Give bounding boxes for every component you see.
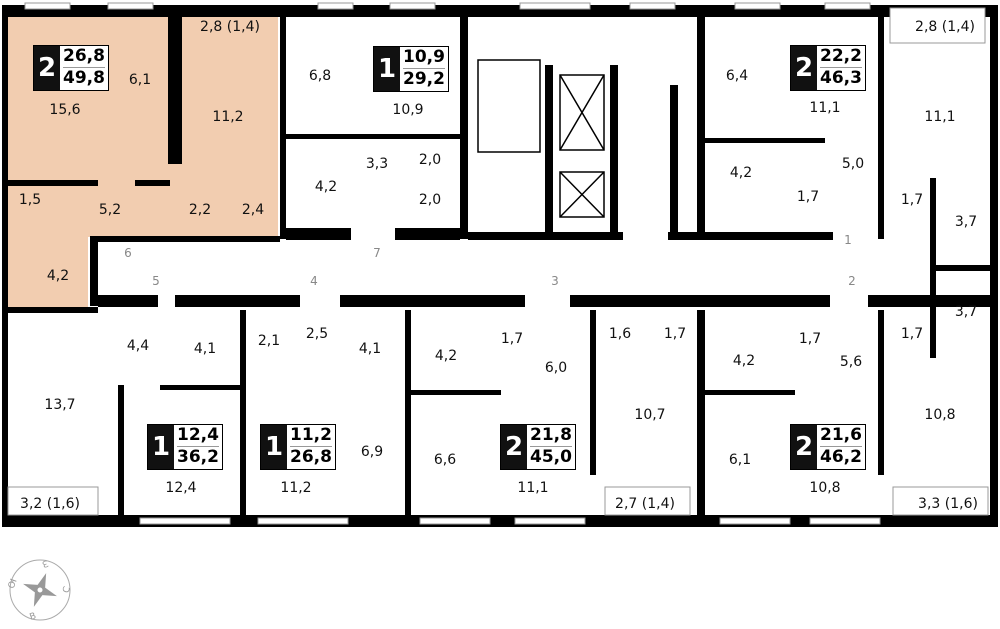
living-area: 12,4 [177, 425, 219, 447]
room-area-label: 2,0 [418, 152, 442, 168]
apartment-door-number: 2 [848, 274, 856, 288]
room-area-label: 2,4 [241, 202, 265, 218]
room-area-label: 4,2 [46, 268, 70, 284]
total-area: 45,0 [530, 447, 572, 467]
room-count: 2 [791, 425, 817, 469]
room-area-label: 10,8 [924, 407, 956, 423]
room-area-label: 6,4 [725, 68, 749, 84]
room-area-label: 1,7 [796, 189, 820, 205]
apartment-highlight [8, 17, 278, 182]
room-area-label: 2,8 (1,4) [915, 19, 975, 35]
apartment-door-number: 4 [310, 274, 318, 288]
room-count: 2 [34, 46, 60, 90]
room-count: 1 [261, 425, 287, 469]
room-area-label: 1,7 [500, 331, 524, 347]
room-count: 2 [791, 46, 817, 90]
room-area-label: 4,1 [358, 341, 382, 357]
room-area-label: 2,7 (1,4) [615, 496, 675, 512]
total-area: 29,2 [403, 69, 445, 89]
room-area-label: 11,1 [924, 109, 956, 125]
room-area-label: 6,8 [308, 68, 332, 84]
room-area-label: 3,7 [954, 214, 978, 230]
room-count: 1 [148, 425, 174, 469]
total-area: 26,8 [290, 447, 332, 467]
living-area: 21,8 [530, 425, 572, 447]
room-area-label: 6,9 [360, 444, 384, 460]
room-area-label: 2,8 (1,4) [200, 19, 260, 35]
total-area: 46,2 [820, 447, 862, 467]
apartment-highlight [8, 182, 278, 237]
room-area-label: 2,5 [305, 326, 329, 342]
apartment-door-number: 5 [152, 274, 160, 288]
room-area-label: 4,1 [193, 341, 217, 357]
stair-elevators [477, 59, 605, 218]
apartment-door-number: 7 [373, 246, 381, 260]
room-area-label: 2,2 [188, 202, 212, 218]
living-area: 22,2 [820, 46, 862, 68]
room-area-label: 13,7 [44, 397, 76, 413]
room-area-label: 11,1 [517, 480, 549, 496]
room-area-label: 4,4 [126, 338, 150, 354]
room-area-label: 6,1 [728, 452, 752, 468]
room-area-label: 3,7 [954, 304, 978, 320]
room-area-label: 11,2 [212, 109, 244, 125]
room-area-label: 1,6 [608, 326, 632, 342]
room-area-label: 6,6 [433, 452, 457, 468]
living-area: 10,9 [403, 47, 445, 69]
total-area: 46,3 [820, 68, 862, 88]
room-area-label: 3,3 [365, 156, 389, 172]
total-area: 36,2 [177, 447, 219, 467]
room-area-label: 1,7 [900, 192, 924, 208]
apartment-door-number: 6 [124, 246, 132, 260]
room-area-label: 3,3 (1,6) [918, 496, 978, 512]
room-count: 2 [501, 425, 527, 469]
room-area-label: 4,2 [314, 179, 338, 195]
room-area-label: 1,7 [900, 326, 924, 342]
room-area-label: 4,2 [732, 353, 756, 369]
apartment-door-number: 1 [844, 233, 852, 247]
room-area-label: 4,2 [729, 165, 753, 181]
room-count: 1 [374, 47, 400, 91]
living-area: 26,8 [63, 46, 105, 68]
room-area-label: 5,2 [98, 202, 122, 218]
room-area-label: 1,5 [18, 192, 42, 208]
room-area-label: 10,8 [809, 480, 841, 496]
room-area-label: 4,2 [434, 348, 458, 364]
room-area-label: 6,0 [544, 360, 568, 376]
room-area-label: 1,7 [663, 326, 687, 342]
room-area-label: 10,7 [634, 407, 666, 423]
room-area-label: 2,0 [418, 192, 442, 208]
room-area-label: 3,2 (1,6) [20, 496, 80, 512]
room-area-label: 11,1 [809, 100, 841, 116]
living-area: 21,6 [820, 425, 862, 447]
compass [9, 559, 71, 621]
room-area-label: 5,6 [839, 354, 863, 370]
room-area-label: 10,9 [392, 102, 424, 118]
room-area-label: 12,4 [165, 480, 197, 496]
room-area-label: 6,1 [128, 72, 152, 88]
room-area-label: 15,6 [49, 102, 81, 118]
apartment-highlight [8, 237, 88, 309]
windows [7, 2, 989, 525]
apartment-door-number: 3 [551, 274, 559, 288]
room-area-label: 11,2 [280, 480, 312, 496]
room-area-label: 2,1 [257, 333, 281, 349]
total-area: 49,8 [63, 68, 105, 88]
room-area-label: 1,7 [798, 331, 822, 347]
living-area: 11,2 [290, 425, 332, 447]
room-area-label: 5,0 [841, 156, 865, 172]
